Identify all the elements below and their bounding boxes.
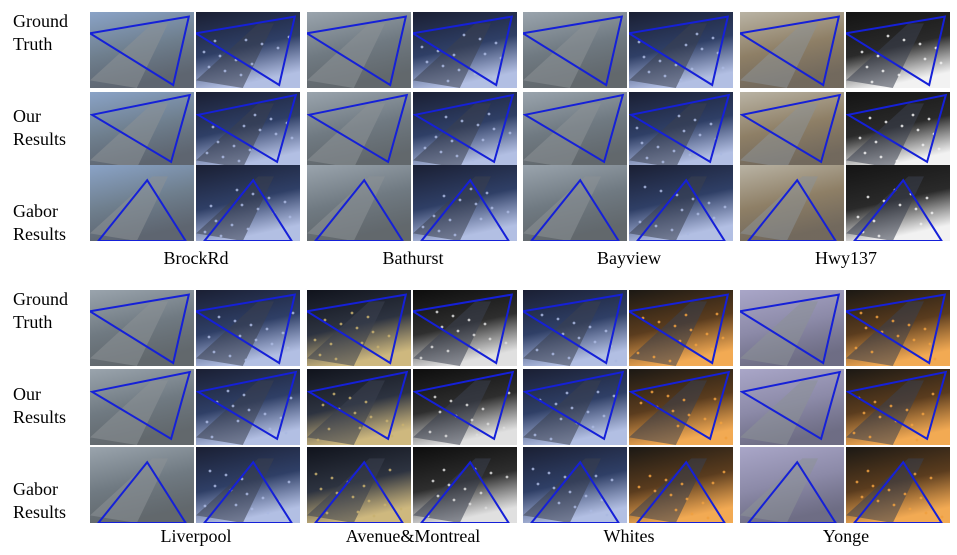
camera-frame	[740, 92, 844, 168]
row-label-line: Truth	[13, 34, 53, 54]
camera-frame	[846, 92, 950, 168]
camera-frame	[90, 290, 194, 366]
camera-frame	[740, 447, 844, 523]
camera-frame	[523, 92, 627, 168]
row-label-line: Results	[13, 407, 67, 427]
row-label-line: Results	[13, 224, 67, 244]
row-label-line: Ground	[13, 11, 68, 31]
camera-frame	[523, 447, 627, 523]
camera-frame	[196, 290, 300, 366]
camera-frame	[740, 369, 844, 445]
camera-frame	[629, 165, 733, 241]
row-label-ground-truth-bottom: Ground Truth	[13, 288, 88, 334]
camera-frame	[629, 12, 733, 88]
row-label-line: Our	[13, 106, 41, 126]
camera-frame	[90, 12, 194, 88]
camera-frame	[629, 369, 733, 445]
camera-frame	[846, 369, 950, 445]
camera-frame	[90, 92, 194, 168]
camera-frame	[846, 12, 950, 88]
camera-frame	[846, 165, 950, 241]
camera-frame	[196, 447, 300, 523]
camera-frame	[413, 447, 517, 523]
camera-frame	[740, 12, 844, 88]
camera-frame	[307, 92, 411, 168]
camera-frame	[413, 12, 517, 88]
location-name-avenue-montreal: Avenue&Montreal	[345, 526, 481, 546]
location-name-brockrd: BrockRd	[163, 248, 229, 268]
camera-frame	[523, 165, 627, 241]
location-name-hwy137: Hwy137	[815, 248, 877, 268]
camera-frame	[307, 290, 411, 366]
camera-frame	[90, 369, 194, 445]
camera-frame	[90, 165, 194, 241]
camera-frame	[740, 165, 844, 241]
camera-frame	[846, 290, 950, 366]
row-label-line: Truth	[13, 312, 53, 332]
row-label-line: Our	[13, 384, 41, 404]
camera-frame	[629, 92, 733, 168]
camera-frame	[413, 369, 517, 445]
location-name-liverpool: Liverpool	[160, 526, 232, 546]
camera-frame	[413, 290, 517, 366]
location-name-bayview: Bayview	[597, 248, 661, 268]
camera-frame	[629, 290, 733, 366]
camera-frame	[523, 290, 627, 366]
row-label-line: Gabor	[13, 201, 58, 221]
camera-frame	[196, 165, 300, 241]
camera-frame	[307, 369, 411, 445]
camera-frame	[196, 92, 300, 168]
camera-frame	[413, 92, 517, 168]
camera-frame	[523, 369, 627, 445]
row-label-our-results-bottom: Our Results	[13, 383, 88, 429]
row-label-ground-truth-top: Ground Truth	[13, 10, 88, 56]
row-label-line: Results	[13, 129, 67, 149]
camera-frame	[740, 290, 844, 366]
camera-frame	[846, 447, 950, 523]
camera-frame	[523, 12, 627, 88]
camera-frame	[413, 165, 517, 241]
row-label-line: Ground	[13, 289, 68, 309]
camera-frame	[196, 369, 300, 445]
row-label-our-results-top: Our Results	[13, 105, 88, 151]
location-name-whites: Whites	[603, 526, 655, 546]
location-name-yonge: Yonge	[822, 526, 870, 546]
row-label-gabor-results-top: Gabor Results	[13, 200, 88, 246]
row-label-line: Results	[13, 502, 67, 522]
camera-frame	[629, 447, 733, 523]
camera-frame	[307, 447, 411, 523]
camera-frame	[307, 165, 411, 241]
row-label-gabor-results-bottom: Gabor Results	[13, 478, 88, 524]
row-label-line: Gabor	[13, 479, 58, 499]
location-name-bathurst: Bathurst	[382, 248, 444, 268]
camera-frame	[90, 447, 194, 523]
camera-frame	[307, 12, 411, 88]
camera-frame	[196, 12, 300, 88]
